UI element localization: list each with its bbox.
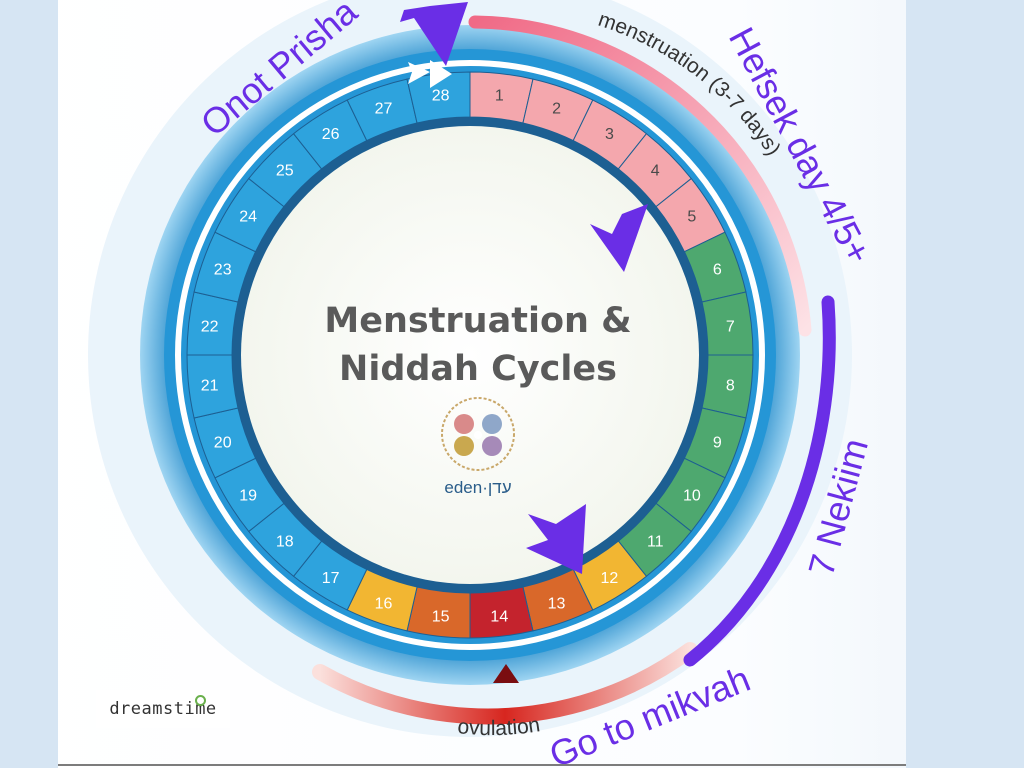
day-label-18: 18: [276, 533, 294, 550]
title-line-1: Menstruation &: [324, 301, 631, 341]
day-label-25: 25: [276, 163, 294, 180]
day-label-15: 15: [432, 608, 450, 625]
day-label-26: 26: [322, 126, 340, 143]
day-label-28: 28: [432, 88, 450, 105]
day-label-8: 8: [726, 377, 735, 394]
left-background-band: [0, 0, 58, 768]
day-label-19: 19: [239, 487, 257, 504]
day-label-1: 1: [495, 88, 504, 105]
day-label-16: 16: [375, 595, 393, 612]
direction-arrow-icon: [408, 62, 430, 84]
day-label-13: 13: [548, 595, 566, 612]
day-label-20: 20: [214, 435, 232, 452]
arrow-top-icon: [400, 2, 468, 66]
day-label-9: 9: [713, 435, 722, 452]
day-label-14: 14: [490, 608, 508, 625]
purple-arrows: [400, 2, 648, 574]
day-label-6: 6: [713, 261, 722, 278]
arrow-mikvah-icon: [526, 504, 586, 574]
arrow-hefsek-icon: [590, 204, 648, 272]
logo-wordmark: eden·עדן: [444, 478, 511, 497]
day-label-17: 17: [322, 570, 340, 587]
day-label-10: 10: [683, 487, 701, 504]
ovulation-arc: [312, 642, 698, 725]
title-line-2: Niddah Cycles: [339, 349, 617, 389]
day-label-5: 5: [687, 209, 696, 226]
day-label-21: 21: [201, 377, 219, 394]
day-label-27: 27: [375, 101, 393, 118]
day-label-22: 22: [201, 319, 219, 336]
day-label-11: 11: [647, 533, 664, 550]
bottom-border: [58, 764, 906, 766]
white-track-ring: [175, 60, 765, 650]
watermark-spiral-icon: [195, 695, 206, 706]
day-label-24: 24: [239, 209, 257, 226]
logo-petal-lilac: [482, 436, 502, 456]
ovulation-marker: [493, 664, 519, 683]
logo-ring: [441, 397, 515, 471]
day-label-2: 2: [552, 101, 561, 118]
center-disc: [241, 126, 699, 584]
logo-petal-gold: [454, 436, 474, 456]
direction-arrowhead-icon: [430, 60, 452, 88]
menstruation-arc: [468, 15, 812, 337]
logo-center: [474, 431, 482, 439]
logo-petal-rose: [454, 414, 474, 434]
right-background-band: [906, 0, 1024, 768]
nekiim-bracket: [683, 295, 836, 667]
day-label-12: 12: [600, 570, 618, 587]
day-label-3: 3: [605, 126, 614, 143]
eden-logo: eden·עדן: [441, 397, 515, 497]
ovulation-label: ovulation: [457, 713, 542, 740]
day-label-4: 4: [651, 163, 660, 180]
logo-petal-blue: [482, 414, 502, 434]
day-label-7: 7: [726, 319, 735, 336]
watermark-text: dreamstime: [109, 699, 217, 719]
day-segments: 1234567891011121314151617181920212223242…: [186, 71, 754, 639]
watermark: dreamstime: [96, 690, 230, 728]
day-label-23: 23: [214, 261, 232, 278]
